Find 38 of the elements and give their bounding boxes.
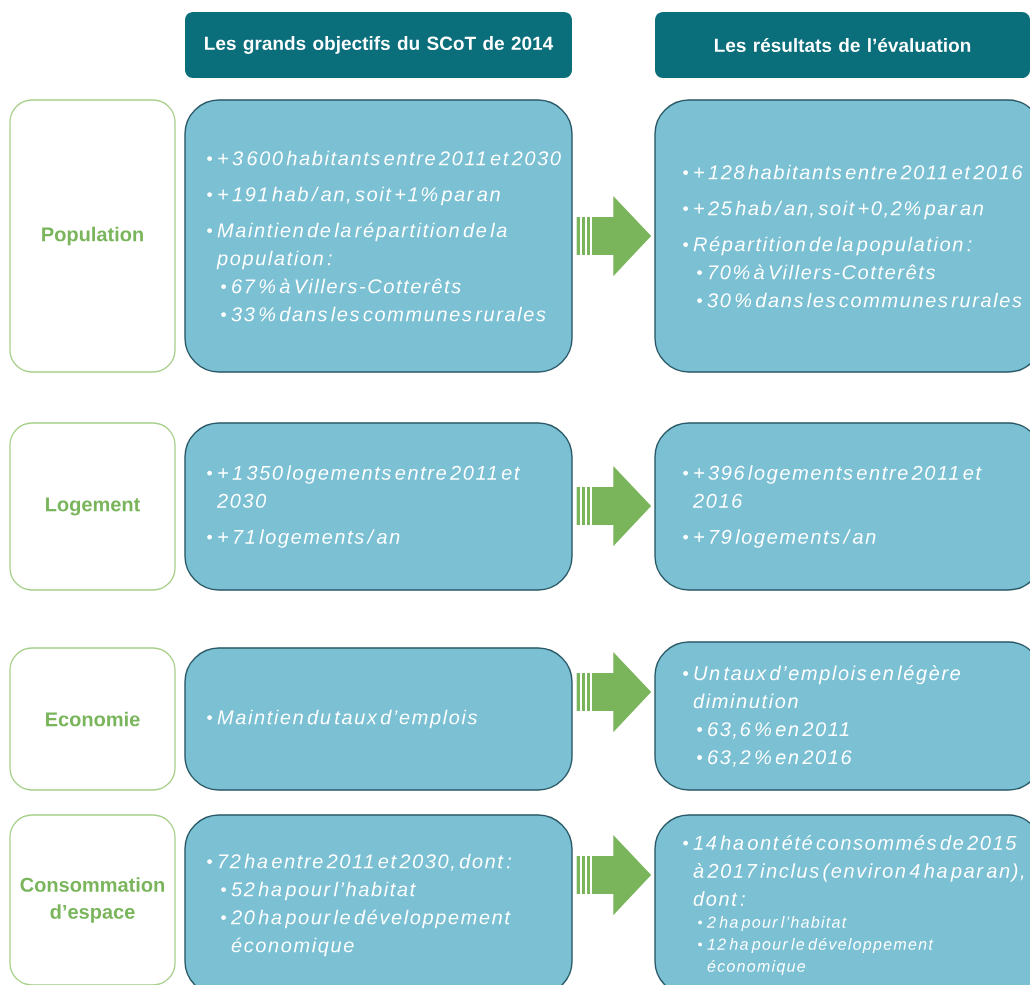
bullet-item: + 3 600 habitants entre 2011 et 2030: [207, 150, 561, 166]
content-box: [654, 422, 1030, 591]
bullet-item: Maintien de la répartition de la population :: [207, 222, 507, 270]
bullet-item: + 25 hab / an, soit +0,2% par an: [683, 200, 983, 220]
bullet-item: 30 % dans les communes rurales: [697, 292, 1022, 308]
bullet-item: 12 ha pour le développement économique: [698, 937, 934, 976]
bullet-item: 20 ha pour le développement économique: [221, 909, 511, 957]
bullet-item: + 1 350 logements entre 2011 et 2030: [207, 465, 521, 508]
bullet-item: 14 ha ont été consommés de 2015 à 2017 inclus (environ 4 ha par an), dont :: [683, 835, 1024, 906]
bullet-item: 67 % à Villers-Cotterêts: [221, 278, 461, 294]
bullet-item: + 396 logements entre 2011 et 2016: [683, 465, 982, 508]
category-box: Population: [9, 99, 176, 373]
bullet-item: Répartition de la population :: [683, 236, 972, 256]
bullet-item: Un taux d’emplois en légère diminution: [683, 665, 961, 709]
bullet-item: + 128 habitants entre 2011 et 2016: [683, 164, 1023, 180]
content-box: [184, 99, 573, 373]
bullet-item: 2 ha pour l’habitat: [698, 916, 847, 932]
content-box: [184, 422, 573, 591]
content-box: [184, 814, 573, 985]
header-tab: Les résultats de l’évaluation: [655, 12, 1030, 78]
bullet-item: + 191 hab / an, soit +1% par an: [207, 186, 500, 206]
category-box: Consommation d’espace: [9, 814, 176, 985]
bullet-item: 70% à Villers-Cotterêts: [697, 264, 936, 280]
bullet-item: 63,6 % en 2011: [697, 722, 849, 739]
content-box: [654, 814, 1030, 985]
bullet-item: + 79 logements / an: [683, 529, 876, 548]
content-box: [184, 647, 573, 791]
category-box: Economie: [9, 647, 176, 791]
bullet-item: Maintien du taux d’emplois: [207, 709, 478, 729]
bullet-item: 33 % dans les communes rurales: [221, 306, 546, 322]
bullet-item: + 71 logements / an: [207, 529, 400, 548]
content-box: [654, 99, 1030, 373]
bullet-item: 72 ha entre 2011 et 2030, dont :: [207, 853, 511, 871]
bullet-item: 52 ha pour l’habitat: [221, 881, 416, 901]
bullet-item: 63,2 % en 2016: [697, 750, 852, 767]
header-tab: Les grands objectifs du SCoT de 2014: [185, 12, 572, 78]
content-box: [654, 641, 1030, 791]
category-box: Logement: [9, 422, 176, 591]
